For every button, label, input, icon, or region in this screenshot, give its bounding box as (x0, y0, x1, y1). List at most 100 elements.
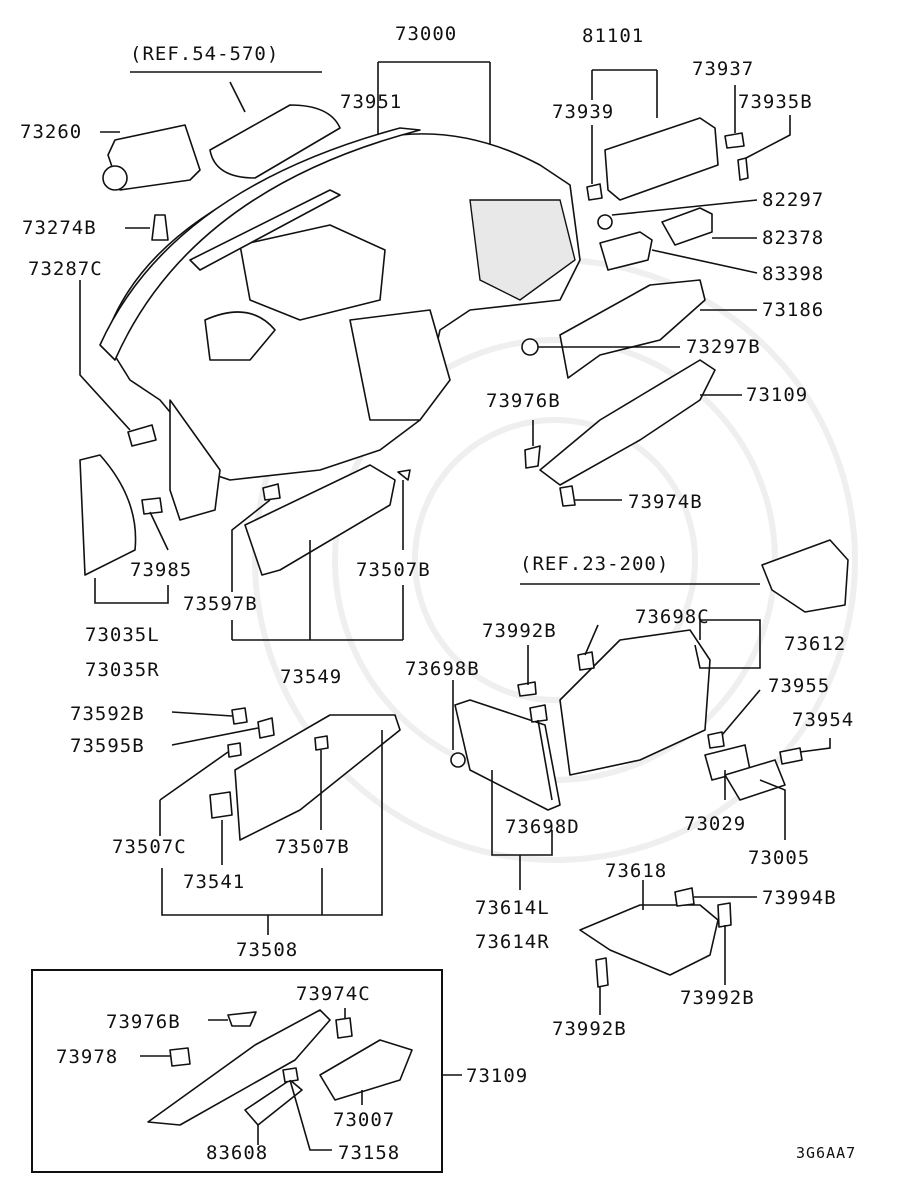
label-82378: 82378 (762, 227, 824, 249)
label-73260: 73260 (20, 121, 82, 143)
air-vent-73260 (107, 124, 201, 191)
tray-73005 (724, 759, 786, 801)
ref-shifter-23-200 (761, 539, 849, 613)
latch-83608 (244, 1079, 303, 1126)
label-73287C: 73287C (28, 258, 103, 280)
label-73549: 73549 (280, 666, 342, 688)
clip-73297B (521, 338, 539, 356)
label-73000: 73000 (395, 23, 457, 45)
cluster-hood-81101 (604, 117, 719, 201)
clip-73978 (169, 1047, 191, 1067)
label-73992B-right: 73992B (680, 987, 755, 1009)
label-73974C: 73974C (296, 983, 371, 1005)
label-73698D: 73698D (505, 816, 580, 838)
label-73595B: 73595B (70, 735, 145, 757)
bracket-73541 (209, 791, 233, 819)
side-cover-73614 (454, 699, 561, 811)
label-73029: 73029 (684, 813, 746, 835)
label-83398: 83398 (762, 263, 824, 285)
label-73186: 73186 (762, 299, 824, 321)
glove-box-73508 (234, 714, 401, 841)
clip-73274B (151, 214, 169, 241)
screw-73992B-right (717, 902, 732, 928)
label-73618: 73618 (605, 860, 667, 882)
side-trim-73035 (79, 454, 137, 576)
diagram-code: 3G6AA7 (796, 1144, 856, 1162)
bin-73007 (319, 1039, 413, 1101)
label-73698C: 73698C (635, 606, 710, 628)
label-73035R: 73035R (85, 659, 160, 681)
clip-73994B (674, 887, 695, 907)
label-73541: 73541 (183, 871, 245, 893)
lower-console-73618 (579, 904, 719, 976)
switch-82378 (661, 207, 713, 246)
clip-73976B-box (227, 1011, 257, 1027)
bracket-73955 (707, 731, 725, 749)
label-82297: 82297 (762, 189, 824, 211)
inset-box-73109 (31, 969, 443, 1173)
label-73985: 73985 (130, 559, 192, 581)
label-73508: 73508 (236, 939, 298, 961)
label-73007: 73007 (333, 1109, 395, 1131)
label-73109-box: 73109 (466, 1065, 528, 1087)
label-73274B: 73274B (22, 217, 97, 239)
clip-73597B (262, 483, 281, 501)
clip-73592B (231, 707, 248, 725)
label-73614R: 73614R (475, 931, 550, 953)
console-73612 (559, 629, 711, 776)
label-73005: 73005 (748, 847, 810, 869)
vent-knob (102, 165, 128, 191)
lower-panel-73549 (244, 464, 396, 576)
bulb-82297 (597, 214, 613, 230)
clip-73937 (724, 132, 745, 149)
label-73597B: 73597B (183, 593, 258, 615)
part-labels: (REF.54-570) 73000 73951 73260 73274B 73… (20, 23, 856, 1164)
clip-73985 (141, 497, 163, 515)
label-73954: 73954 (792, 709, 854, 731)
clip-73698B (450, 752, 466, 768)
label-73976B-box: 73976B (106, 1011, 181, 1033)
label-73612: 73612 (784, 633, 846, 655)
clip-73507B-top (397, 469, 411, 481)
label-73978: 73978 (56, 1046, 118, 1068)
label-73614L: 73614L (475, 897, 550, 919)
bulb-73939 (586, 183, 603, 201)
label-73158: 73158 (338, 1142, 400, 1164)
label-73939: 73939 (552, 101, 614, 123)
clip-73287C (127, 424, 157, 447)
label-73937: 73937 (692, 58, 754, 80)
label-81101: 81101 (582, 25, 644, 47)
screw-73974B (559, 485, 576, 507)
label-73992B-mid: 73992B (482, 620, 557, 642)
leader-lines (79, 61, 831, 1151)
clip-73698C (577, 651, 595, 671)
screw-73935B (737, 157, 749, 181)
screw-73992B-low (595, 957, 609, 988)
clip-73507B-low (314, 735, 329, 751)
label-73955: 73955 (768, 675, 830, 697)
glove-box-door-73109 (147, 1009, 331, 1126)
label-73992B-low: 73992B (552, 1018, 627, 1040)
label-73951: 73951 (340, 91, 402, 113)
label-73035L: 73035L (85, 624, 160, 646)
label-73976B-top: 73976B (486, 390, 561, 412)
label-73974B: 73974B (628, 491, 703, 513)
lock-73158 (282, 1067, 299, 1083)
unit-83398 (599, 231, 653, 271)
label-73109-top: 73109 (746, 384, 808, 406)
label-ref-54-570: (REF.54-570) (130, 43, 279, 65)
label-73994B: 73994B (762, 887, 837, 909)
screw-73974C (335, 1017, 353, 1039)
label-73507B-low: 73507B (275, 836, 350, 858)
label-ref-23-200: (REF.23-200) (520, 553, 669, 575)
bracket-73595B (257, 717, 275, 739)
screw-73992B-mid (517, 681, 537, 697)
instrument-panel-73000 (99, 127, 581, 521)
label-83608: 83608 (206, 1142, 268, 1164)
label-73507B-top: 73507B (356, 559, 431, 581)
screw-73507C (227, 742, 242, 758)
glove-box-73109-top (539, 359, 716, 486)
screw-73954 (779, 747, 803, 765)
